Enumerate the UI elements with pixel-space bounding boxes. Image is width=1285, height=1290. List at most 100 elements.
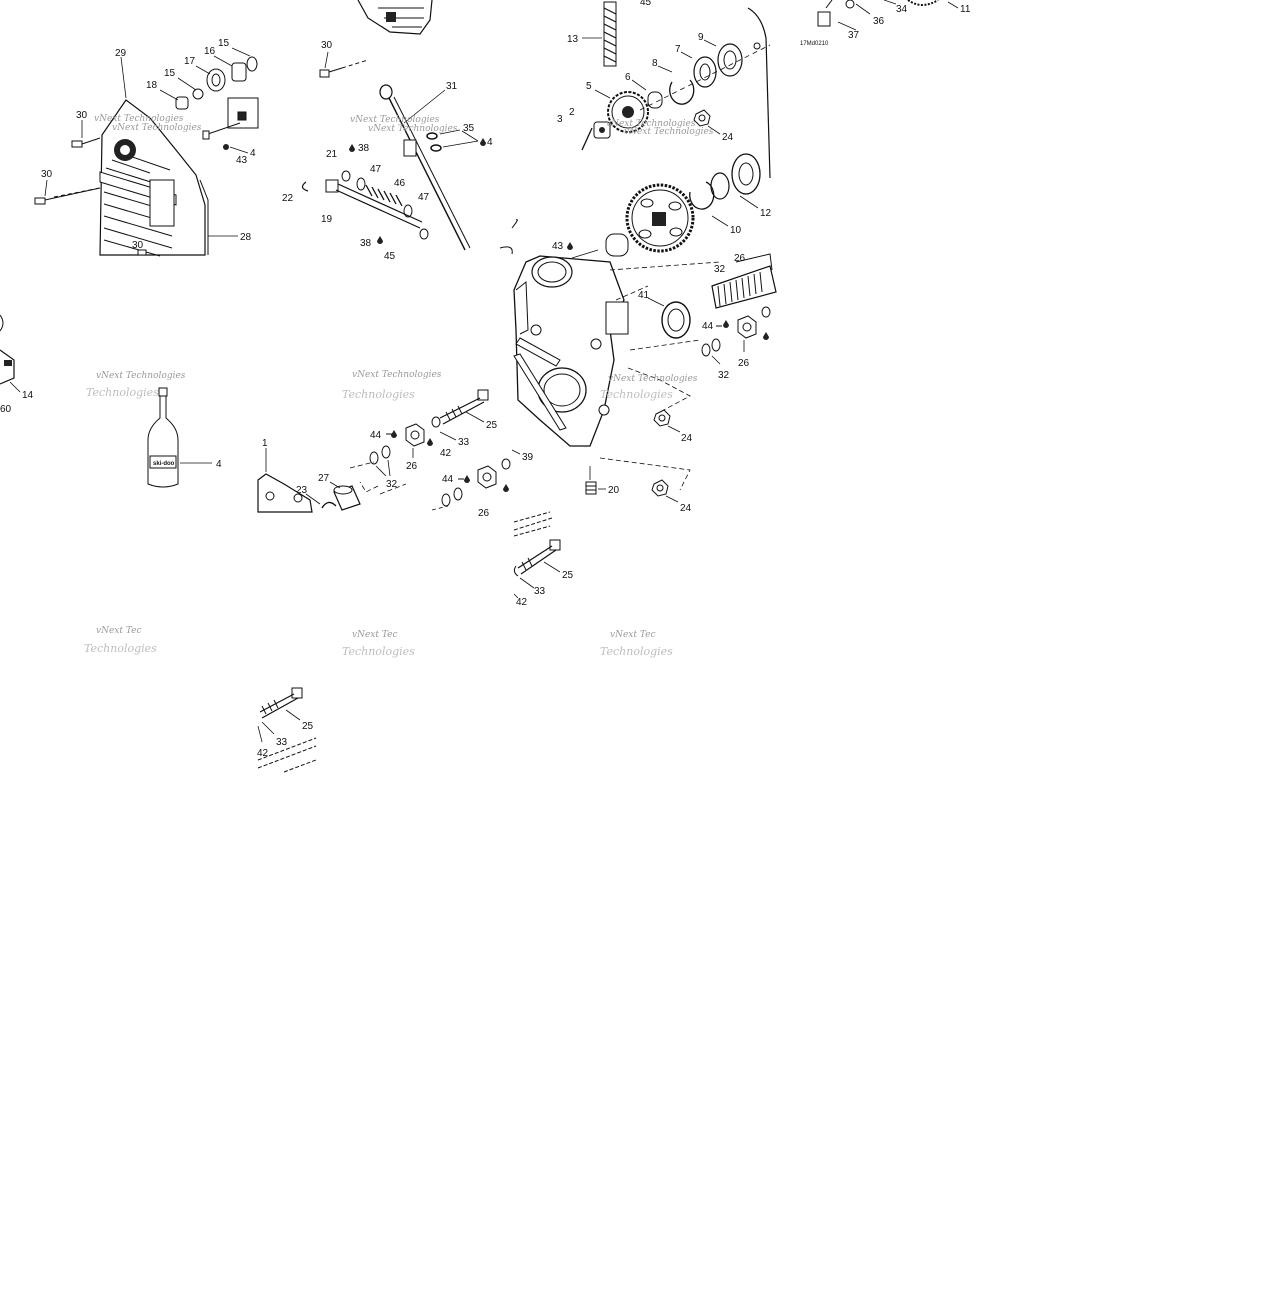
callout: 37	[848, 30, 860, 41]
callout: 23	[296, 485, 308, 496]
callout: 35	[463, 123, 475, 134]
callout: 34	[896, 4, 908, 15]
tile-tensioner-bolts: vNext Technologies Technologies 25 33 42…	[257, 370, 534, 519]
callout: 25	[562, 570, 574, 581]
callout: 26	[738, 358, 750, 369]
callout: 30	[321, 40, 333, 51]
callout: 16	[204, 46, 216, 57]
callout: 32	[714, 264, 726, 275]
tile-bolt-group-left: 25 33 42	[257, 687, 317, 773]
watermark: vNext Technologies	[368, 124, 458, 134]
callout: 25	[302, 721, 314, 732]
callout: 28	[240, 232, 252, 243]
callout: 42	[516, 597, 528, 608]
callout: 36	[873, 16, 885, 27]
watermark: Technologies	[86, 386, 159, 399]
callout: 32	[386, 479, 398, 490]
callout: 24	[680, 503, 692, 514]
callout: 41	[638, 290, 650, 301]
callout: 15	[218, 38, 230, 49]
watermark: vNext Technologies	[96, 371, 186, 381]
callout: 9	[698, 32, 704, 43]
callout: 25	[486, 420, 498, 431]
callout: 12	[760, 208, 772, 219]
watermark: vNext Technologies	[624, 127, 714, 137]
callout: 33	[458, 437, 470, 448]
callout: 4	[487, 137, 493, 148]
tile-left-edge: 14 60	[0, 314, 34, 415]
watermark: vNext Technologies	[350, 115, 440, 125]
callout: 24	[722, 132, 734, 143]
callout: 30	[132, 240, 144, 251]
watermark-row: vNext Tec Technologies vNext Tec Technol…	[84, 626, 673, 658]
callout: 33	[276, 737, 288, 748]
tile-bolt-group-right: 25 33 42	[513, 511, 574, 608]
watermark: Technologies	[342, 645, 415, 658]
callout: 4	[250, 148, 256, 159]
bottle-logo-mark: ski-doo	[153, 461, 175, 467]
callout: 7	[675, 44, 681, 55]
callout: 27	[318, 473, 330, 484]
watermark: vNext Technologies	[606, 119, 696, 129]
callout: 20	[608, 485, 620, 496]
callout: 31	[446, 81, 458, 92]
callout: 13	[567, 34, 579, 45]
callout: 29	[115, 48, 127, 59]
callout: 17	[184, 56, 196, 67]
callout: 26	[478, 508, 490, 519]
callout: 44	[370, 430, 382, 441]
callout: 4	[216, 459, 222, 470]
callout: 22	[282, 193, 294, 204]
callout: 33	[534, 586, 546, 597]
watermark: vNext Technologies	[352, 370, 442, 380]
callout: 18	[146, 80, 158, 91]
diagram-code: 17Md0210	[800, 41, 829, 47]
callout: 1	[262, 438, 268, 449]
callout: 5	[586, 81, 592, 92]
callout: 21	[326, 149, 338, 160]
watermark: Technologies	[342, 388, 415, 401]
callout: 6	[625, 72, 631, 83]
callout: 45	[384, 251, 396, 262]
watermark: vNext Technologies	[608, 374, 698, 384]
tile-dipstick-shaft: 30 31 35 4 21 38 47 4	[282, 0, 493, 262]
callout: 42	[440, 448, 452, 459]
tile-chaincase-housing: 26 41 44 26 32 24 20 2	[499, 219, 777, 514]
callout: 46	[394, 178, 406, 189]
callout: 42	[257, 748, 269, 759]
callout: 47	[418, 192, 430, 203]
callout: 43	[236, 155, 248, 166]
callout: 44	[702, 321, 714, 332]
callout: 39	[522, 452, 534, 463]
callout: 43	[552, 241, 564, 252]
tile-oil-bottle: vNext Technologies Technologies ski-doo …	[86, 371, 222, 488]
callout: 44	[442, 474, 454, 485]
callout: 30	[76, 110, 88, 121]
callout: 8	[652, 58, 658, 69]
callout: 10	[730, 225, 742, 236]
callout: 38	[358, 143, 370, 154]
watermark: vNext Tec	[610, 630, 656, 640]
callout: 2	[569, 107, 575, 118]
callout: 32	[718, 370, 730, 381]
watermark: vNext Tec	[352, 630, 398, 640]
callout: 47	[370, 164, 382, 175]
callout: 24	[681, 433, 693, 444]
watermark: vNext Technologies	[94, 114, 184, 124]
tile-sprockets-chain: 45 13 9 7 8 6 5 2 3 24	[552, 0, 772, 275]
callout: 15	[164, 68, 176, 79]
callout: 26	[406, 461, 418, 472]
callout: 26	[734, 253, 746, 264]
tile-chaincase-cover: 29 30 30 30 28 18 15 17 16 15 4 43 vNext…	[34, 38, 259, 257]
callout: 38	[360, 238, 372, 249]
callout: 3	[557, 114, 563, 125]
tile-top-right: 36 34 11 37 17Md0210	[800, 0, 971, 47]
watermark: vNext Tec	[96, 626, 142, 636]
watermark: Technologies	[600, 645, 673, 658]
callout: 45	[640, 0, 652, 8]
callout: 11	[960, 4, 971, 15]
callout: 30	[41, 169, 53, 180]
callout: 19	[321, 214, 333, 225]
